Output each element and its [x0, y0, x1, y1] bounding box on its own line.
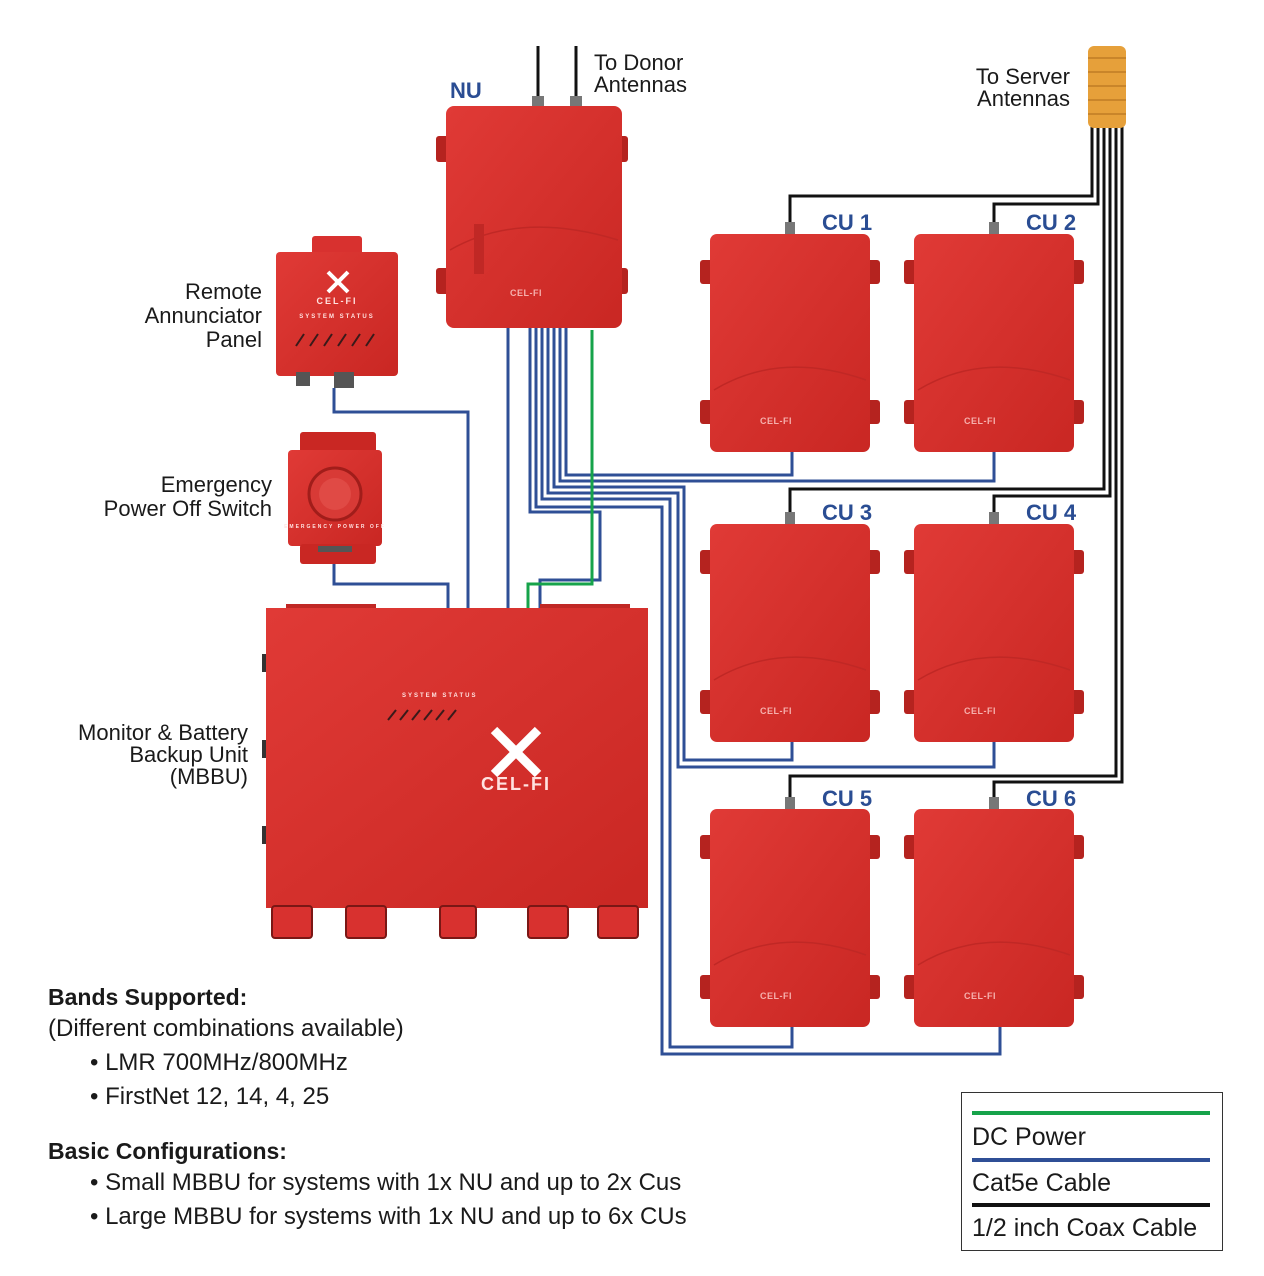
mbbu-celfi-logo-icon	[490, 726, 542, 778]
dc-power-cable	[526, 330, 594, 608]
legend-label-dc: DC Power	[972, 1123, 1086, 1151]
cable-epo-mbbu	[332, 563, 450, 608]
network-unit: CEL-FI	[436, 96, 628, 328]
band-item: LMR 700MHz/800MHz	[90, 1046, 768, 1080]
coverage-unit-2: CEL-FI	[904, 222, 1084, 452]
legend-swatch-dc	[972, 1111, 1210, 1115]
cu3-brand: CEL-FI	[760, 706, 792, 716]
coax-cu1	[788, 126, 1094, 224]
nu-label: NU	[450, 78, 482, 103]
annunciator-brand: CEL-FI	[317, 296, 358, 306]
coax-cu6	[992, 126, 1124, 799]
remote-annunciator-panel: CEL-FI SYSTEM STATUS	[276, 236, 398, 388]
cable-nu-cu3	[552, 326, 794, 762]
bands-title: Bands Supported:	[48, 984, 248, 1010]
epo-label-1: Emergency	[161, 472, 272, 497]
legend-label-coax: 1/2 inch Coax Cable	[972, 1214, 1198, 1242]
server-label-2: Antennas	[977, 86, 1070, 111]
cu5-label: CU 5	[822, 786, 872, 811]
mbbu-status-label: SYSTEM STATUS	[402, 693, 477, 699]
cu3-label: CU 3	[822, 500, 872, 525]
cu6-brand: CEL-FI	[964, 991, 996, 1001]
coax-cables	[536, 46, 1124, 799]
coax-cu3	[788, 126, 1106, 514]
cable-nu-cu5	[540, 326, 794, 1049]
cu4-label: CU 4	[1026, 500, 1077, 525]
cu1-label: CU 1	[822, 210, 872, 235]
coverage-unit-1: CEL-FI	[700, 222, 880, 452]
coverage-unit-6: CEL-FI	[904, 797, 1084, 1027]
config-list: Small MBBU for systems with 1x NU and up…	[48, 1166, 768, 1234]
cable-nu-cu1	[564, 326, 794, 477]
mbbu-unit: SYSTEM STATUS CEL-FI	[262, 604, 648, 939]
legend-swatch-coax	[972, 1203, 1210, 1207]
annunciator-label-3: Panel	[206, 327, 262, 352]
legend-label-cat5e: Cat5e Cable	[972, 1169, 1111, 1197]
band-item: FirstNet 12, 14, 4, 25	[90, 1080, 768, 1114]
cable-nu-cu2	[558, 326, 996, 483]
cable-nu-cu6	[534, 326, 1002, 1056]
mbbu-label-2: Backup Unit	[129, 742, 248, 767]
mbbu-label-1: Monitor & Battery	[78, 720, 248, 745]
coax-cu2	[992, 126, 1100, 224]
mbbu-brand: CEL-FI	[481, 774, 551, 794]
coverage-unit-4: CEL-FI	[904, 512, 1084, 742]
annunciator-label-1: Remote	[185, 279, 262, 304]
cu1-brand: CEL-FI	[760, 416, 792, 426]
epo-text: EMERGENCY POWER OFF	[284, 524, 386, 530]
emergency-power-off-switch: EMERGENCY POWER OFF	[284, 432, 386, 564]
annunciator-status-label: SYSTEM STATUS	[299, 314, 374, 320]
cable-legend: DC Power Cat5e Cable 1/2 inch Coax Cable	[961, 1092, 1223, 1251]
cu2-brand: CEL-FI	[964, 416, 996, 426]
epo-label-2: Power Off Switch	[104, 496, 272, 521]
bands-list: LMR 700MHz/800MHz FirstNet 12, 14, 4, 25	[48, 1046, 768, 1114]
server-label-1: To Server	[976, 64, 1070, 89]
cable-nu-cu4	[546, 326, 996, 769]
nu-brand: CEL-FI	[510, 288, 542, 298]
bands-subtitle: (Different combinations available)	[48, 1015, 404, 1042]
coax-cu4	[992, 126, 1112, 514]
server-antenna-bundle	[1088, 46, 1126, 128]
cu4-brand: CEL-FI	[964, 706, 996, 716]
donor-label-1: To Donor	[594, 50, 683, 75]
cu6-label: CU 6	[1026, 786, 1076, 811]
legend-swatch-cat5e	[972, 1158, 1210, 1162]
celfi-logo-icon	[326, 270, 350, 294]
info-section: Bands Supported: (Different combinations…	[48, 982, 768, 1234]
cu5-brand: CEL-FI	[760, 991, 792, 1001]
coverage-unit-3: CEL-FI	[700, 512, 880, 742]
coverage-unit-5: CEL-FI	[700, 797, 880, 1027]
cable-annunciator-mbbu	[332, 388, 470, 608]
cu2-label: CU 2	[1026, 210, 1076, 235]
config-title: Basic Configurations:	[48, 1138, 287, 1164]
annunciator-label-2: Annunciator	[145, 303, 262, 328]
config-item: Small MBBU for systems with 1x NU and up…	[90, 1166, 768, 1200]
config-item: Large MBBU for systems with 1x NU and up…	[90, 1200, 768, 1234]
donor-label-2: Antennas	[594, 72, 687, 97]
mbbu-label-3: (MBBU)	[170, 764, 248, 789]
coax-cu5	[788, 126, 1118, 799]
